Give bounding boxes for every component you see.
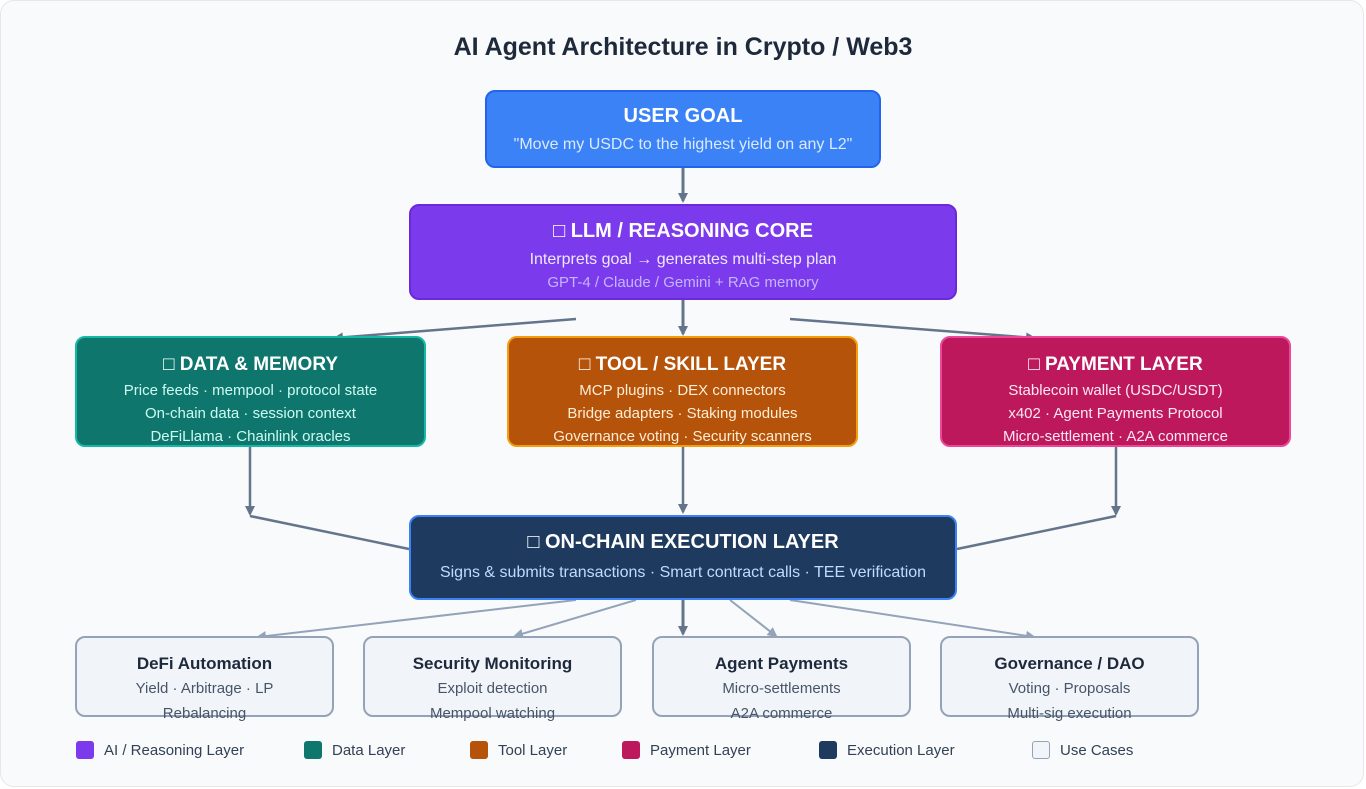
use-case-line: Mempool watching (429, 705, 556, 722)
use-case-line: Micro-settlements (722, 680, 841, 697)
legend-swatch (622, 741, 640, 759)
payment-heading: □ PAYMENT LAYER (1028, 354, 1203, 375)
use-case-heading: Security Monitoring (412, 654, 573, 673)
data-memory-box: □ DATA & MEMORY Price feeds · mempool · … (75, 336, 426, 447)
diagram-title: AI Agent Architecture in Crypto / Web3 (453, 33, 913, 61)
use-case-defi-automation: DeFi Automation Yield · Arbitrage · LP R… (75, 636, 334, 722)
user-goal-box: USER GOAL "Move my USDC to the highest y… (485, 90, 881, 168)
legend-swatch (304, 741, 322, 759)
use-case-heading: Agent Payments (714, 654, 849, 673)
legend-item-execution: Execution Layer (819, 740, 955, 760)
data-line: Price feeds · mempool · protocol state (123, 382, 378, 399)
legend-swatch (819, 741, 837, 759)
legend-item-use-cases: Use Cases (1032, 740, 1133, 760)
tool-line: Governance voting · Security scanners (553, 428, 812, 445)
execution-layer-box: □ ON-CHAIN EXECUTION LAYER Signs & submi… (409, 515, 957, 600)
legend-swatch (470, 741, 488, 759)
data-heading: □ DATA & MEMORY (162, 354, 339, 375)
llm-models: GPT-4 / Claude / Gemini + RAG memory (547, 274, 819, 291)
data-line: DeFiLlama · Chainlink oracles (150, 428, 351, 445)
use-case-agent-payments: Agent Payments Micro-settlements A2A com… (652, 636, 911, 722)
tool-line: MCP plugins · DEX connectors (579, 382, 786, 399)
use-case-line: Multi-sig execution (1007, 705, 1132, 722)
legend-label: Use Cases (1060, 741, 1134, 759)
user-goal-quote: "Move my USDC to the highest yield on an… (513, 136, 853, 153)
tool-heading: □ TOOL / SKILL LAYER (578, 354, 787, 375)
data-line: On-chain data · session context (145, 405, 356, 422)
use-case-security-monitoring: Security Monitoring Exploit detection Me… (363, 636, 622, 722)
legend-label: Payment Layer (650, 741, 751, 759)
payment-line: x402 · Agent Payments Protocol (1008, 405, 1223, 422)
execution-description: Signs & submits transactions · Smart con… (439, 564, 927, 581)
use-case-line: Yield · Arbitrage · LP (135, 680, 274, 697)
use-case-heading: Governance / DAO (994, 654, 1145, 673)
legend-item-data: Data Layer (304, 740, 405, 760)
execution-heading: □ ON-CHAIN EXECUTION LAYER (527, 531, 839, 553)
user-goal-heading: USER GOAL (623, 105, 743, 127)
legend-item-ai-reasoning: AI / Reasoning Layer (76, 740, 244, 760)
legend-label: Tool Layer (498, 741, 568, 759)
use-case-heading: DeFi Automation (136, 654, 273, 673)
legend-item-payment: Payment Layer (622, 740, 751, 760)
use-case-line: Exploit detection (437, 680, 548, 697)
llm-description: Interprets goal → generates multi-step p… (529, 251, 837, 268)
legend-swatch (76, 741, 94, 759)
use-case-line: Rebalancing (162, 705, 247, 722)
payment-line: Stablecoin wallet (USDC/USDT) (1008, 382, 1223, 399)
tool-line: Bridge adapters · Staking modules (567, 405, 798, 422)
tool-skill-box: □ TOOL / SKILL LAYER MCP plugins · DEX c… (507, 336, 858, 447)
use-case-line: Voting · Proposals (1008, 680, 1131, 697)
legend-label: Execution Layer (847, 741, 955, 759)
payment-layer-box: □ PAYMENT LAYER Stablecoin wallet (USDC/… (940, 336, 1291, 447)
legend-swatch (1032, 741, 1050, 759)
llm-reasoning-box: □ LLM / REASONING CORE Interprets goal →… (409, 204, 957, 300)
legend-label: AI / Reasoning Layer (104, 741, 245, 759)
use-case-line: A2A commerce (730, 705, 833, 722)
payment-line: Micro-settlement · A2A commerce (1002, 428, 1229, 445)
legend-item-tool: Tool Layer (470, 740, 567, 760)
legend-label: Data Layer (332, 741, 406, 759)
llm-heading: □ LLM / REASONING CORE (553, 220, 813, 242)
use-case-governance-dao: Governance / DAO Voting · Proposals Mult… (940, 636, 1199, 722)
